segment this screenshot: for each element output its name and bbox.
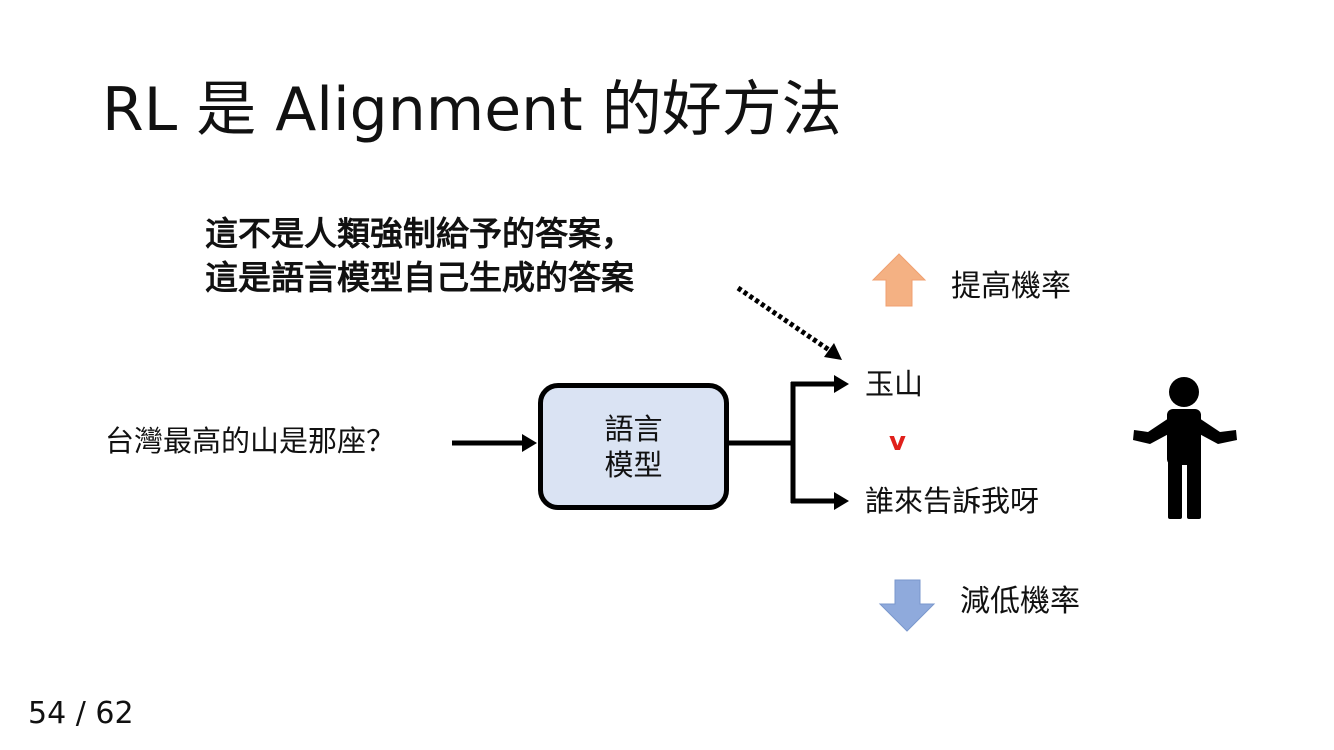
callout-arrow-head bbox=[824, 343, 842, 360]
slide-title: RL 是 Alignment 的好方法 bbox=[102, 75, 842, 145]
model-label-line-1: 語言 bbox=[604, 411, 663, 446]
decrease-probability-label: 減低機率 bbox=[960, 584, 1080, 619]
branch-top-arrow-head bbox=[834, 375, 849, 393]
down-arrow-icon bbox=[878, 579, 936, 632]
page-number: 54 / 62 bbox=[28, 696, 134, 731]
up-arrow-icon bbox=[871, 253, 927, 307]
language-model-box: 語言 模型 bbox=[538, 383, 729, 510]
answer-bottom: 誰來告訴我呀 bbox=[865, 484, 1040, 518]
question-arrow-head bbox=[522, 434, 537, 452]
model-label-line-2: 模型 bbox=[604, 447, 663, 482]
person-shrugging-icon bbox=[1133, 377, 1237, 519]
question-text: 台灣最高的山是那座？ bbox=[105, 424, 396, 458]
increase-probability-label: 提高機率 bbox=[951, 269, 1071, 304]
callout-line-2: 這是語言模型自己生成的答案 bbox=[205, 258, 634, 297]
comparison-symbol: v bbox=[889, 427, 906, 457]
branch-bottom-arrow-head bbox=[834, 492, 849, 510]
callout-dotted-arrow bbox=[736, 285, 834, 355]
callout-line-1: 這不是人類強制給予的答案， bbox=[205, 214, 634, 253]
answer-top: 玉山 bbox=[865, 367, 924, 401]
